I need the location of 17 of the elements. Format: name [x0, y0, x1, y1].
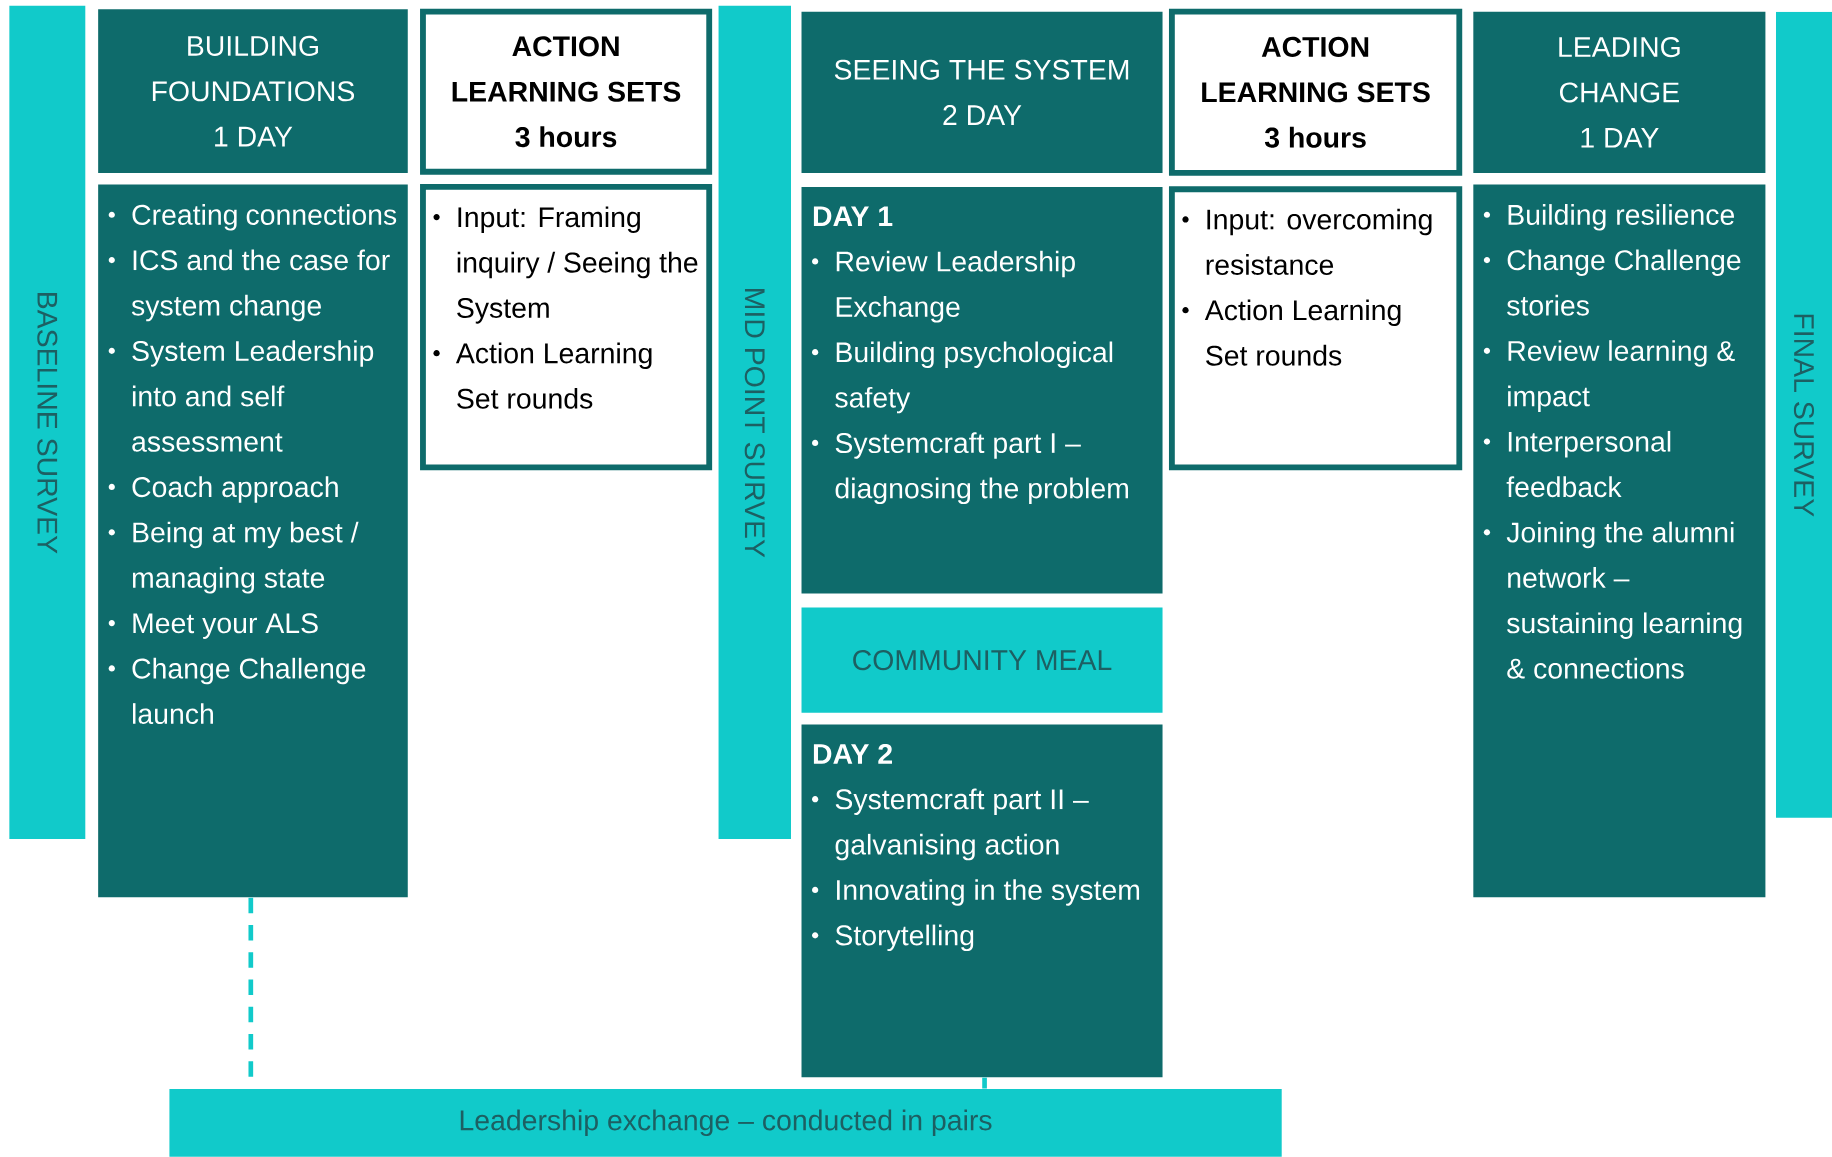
content-box: Input: overcoming resistance Action Learning Set rounds	[1168, 186, 1463, 471]
survey-band: MID POINT SURVEY	[718, 6, 791, 840]
banner: COMMUNITY MEAL	[801, 607, 1163, 713]
header-box: BUILDING FOUNDATIONS 1 DAY	[98, 9, 408, 174]
dashed-line	[982, 1077, 987, 1089]
header-box: ACTION LEARNING SETS 3 hours	[1168, 8, 1463, 176]
header-box: SEEING THE SYSTEM 2 DAY	[801, 11, 1163, 174]
content-box: Input: Framing inquiry / Seeing the System Action Learning Set rounds	[420, 184, 713, 471]
survey-band: FINAL SURVEY	[1775, 11, 1832, 818]
survey-band: BASELINE SURVEY	[9, 6, 86, 840]
content-box: DAY 2 Systemcraft part II – galvanising action Innovating in the system Storytelling	[801, 724, 1163, 1078]
header-box: ACTION LEARNING SETS 3 hours	[420, 8, 713, 175]
banner: Leadership exchange – conducted in pairs	[169, 1089, 1282, 1157]
content-box: Creating connections ICS and the case for system change System Leadership into and self assessment Coach approach Being at my best / managing state Meet your ALS Change Challenge launch	[98, 184, 408, 898]
header-box: LEADING CHANGE 1 DAY	[1473, 11, 1766, 174]
content-box: Building resilience Change Challenge stories Review learning & impact Interpersonal feedback Joining the alumni network – sustaining learning & connections	[1473, 184, 1766, 898]
content-box: DAY 1 Review Leadership Exchange Building psychological safety Systemcraft part I – diagnosing the problem	[801, 187, 1163, 594]
